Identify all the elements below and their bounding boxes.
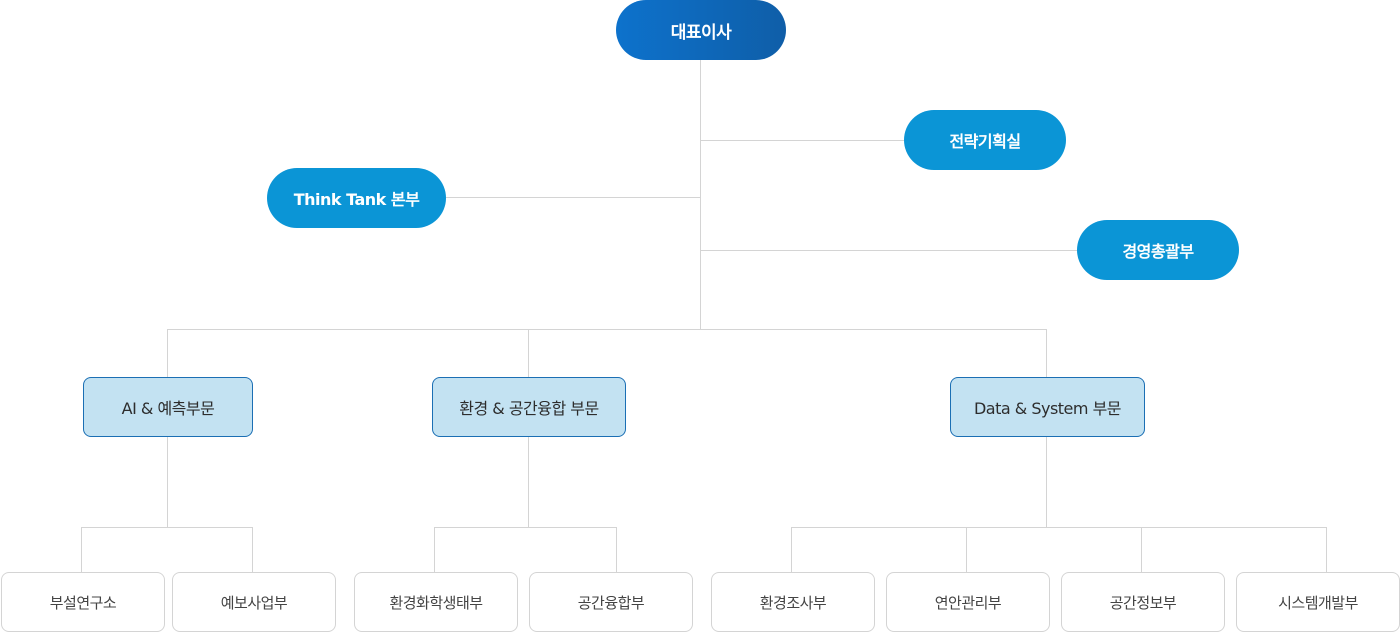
dept-drop (1141, 527, 1142, 572)
ceo-node: 대표이사 (616, 0, 786, 60)
dept-drop (434, 527, 435, 572)
dept-drop (791, 527, 792, 572)
dept-env-survey: 환경조사부 (711, 572, 875, 632)
think-tank-connector (446, 197, 701, 198)
division-bus-line (167, 329, 1047, 330)
dept-spatial-convergence: 공간융합부 (529, 572, 693, 632)
trunk-line (700, 60, 701, 330)
dept-coastal-management: 연안관리부 (886, 572, 1050, 632)
division-1-dept-bus (81, 527, 253, 528)
division-3-drop (1046, 329, 1047, 377)
division-ai-forecast: AI & 예측부문 (83, 377, 253, 437)
dept-drop (966, 527, 967, 572)
dept-env-chem-ecology: 환경화학생태부 (354, 572, 518, 632)
division-1-drop (167, 329, 168, 377)
dept-drop (616, 527, 617, 572)
think-tank-node: Think Tank 본부 (267, 168, 446, 228)
management-node: 경영총괄부 (1077, 220, 1239, 280)
strategy-connector (700, 140, 904, 141)
division-environment-spatial: 환경 & 공간융합 부문 (432, 377, 626, 437)
division-1-stem (167, 437, 168, 527)
strategy-office-node: 전략기획실 (904, 110, 1066, 170)
division-3-dept-bus (791, 527, 1327, 528)
dept-spatial-info: 공간정보부 (1061, 572, 1225, 632)
division-2-drop (528, 329, 529, 377)
management-connector (700, 250, 1077, 251)
division-3-stem (1046, 437, 1047, 527)
dept-drop (252, 527, 253, 572)
dept-system-development: 시스템개발부 (1236, 572, 1400, 632)
dept-drop (81, 527, 82, 572)
dept-forecast-business: 예보사업부 (172, 572, 336, 632)
dept-research-institute: 부설연구소 (1, 572, 165, 632)
division-2-dept-bus (434, 527, 617, 528)
division-data-system: Data & System 부문 (950, 377, 1145, 437)
division-2-stem (528, 437, 529, 527)
dept-drop (1326, 527, 1327, 572)
